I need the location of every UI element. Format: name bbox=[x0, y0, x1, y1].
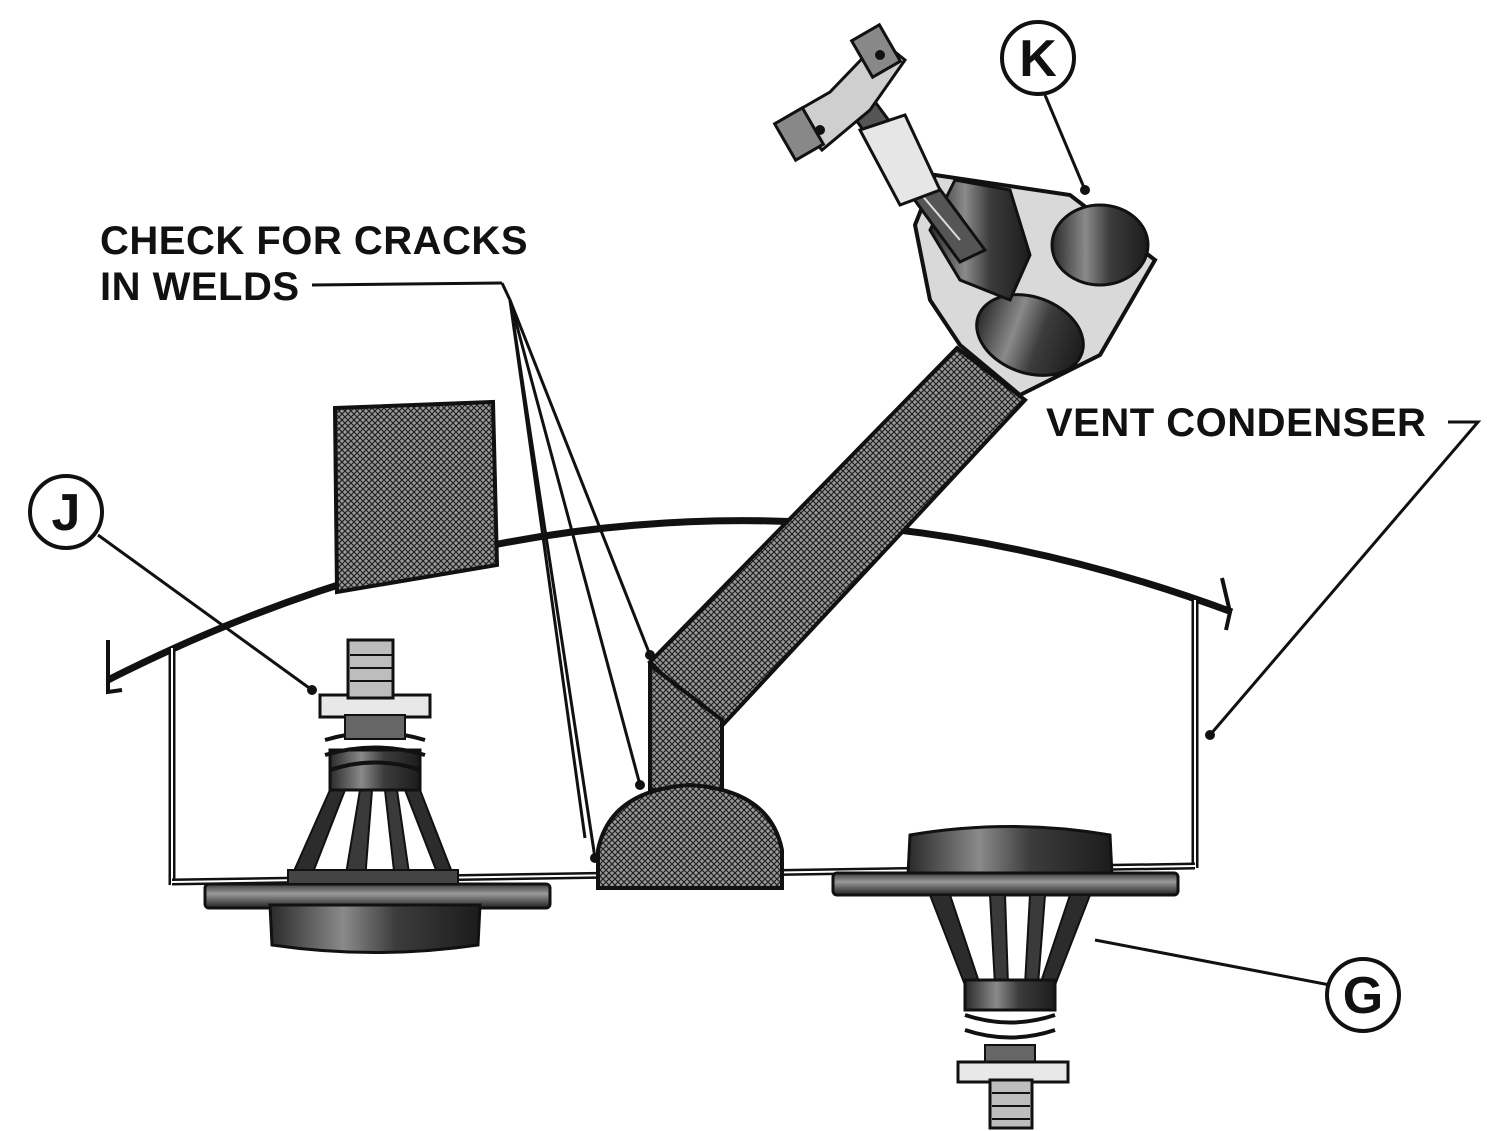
leader-dots bbox=[307, 185, 1215, 863]
callout-k: K bbox=[1000, 20, 1076, 96]
valve-k bbox=[772, 22, 1158, 398]
leader-lines bbox=[97, 94, 1482, 987]
float-assembly-g bbox=[831, 825, 1180, 1130]
baffle-plate bbox=[332, 399, 500, 595]
callout-g-letter: G bbox=[1343, 967, 1383, 1025]
check-welds-label-line2: IN WELDS bbox=[100, 265, 300, 309]
callout-j-letter: J bbox=[52, 484, 81, 542]
vent-condenser-label: VENT CONDENSER bbox=[1046, 401, 1426, 445]
callout-k-letter: K bbox=[1019, 30, 1057, 88]
float-assembly-j bbox=[203, 638, 552, 954]
handwheel bbox=[772, 22, 908, 163]
callout-g: G bbox=[1325, 957, 1401, 1033]
vent-pipe bbox=[596, 345, 1028, 890]
check-welds-label-line1: CHECK FOR CRACKS bbox=[100, 219, 528, 263]
callout-j: J bbox=[28, 474, 104, 550]
